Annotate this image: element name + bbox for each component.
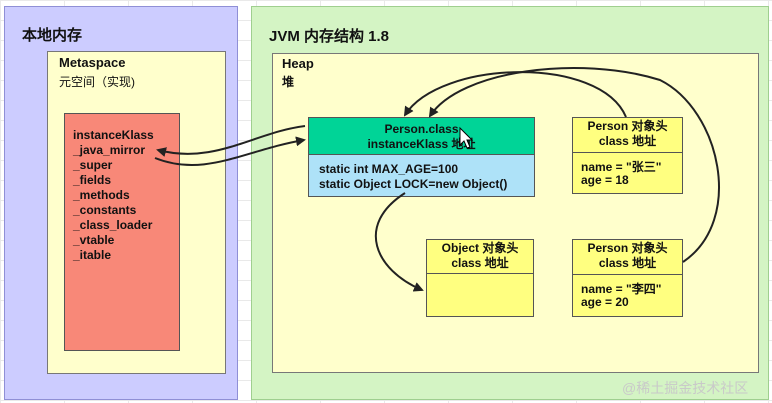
arrow-mirror-to-class	[154, 136, 306, 166]
klass-line-class-loader: _class_loader	[73, 218, 153, 232]
arrow-person1-to-class	[403, 71, 627, 118]
object-class-address: class 地址	[451, 256, 509, 270]
heap-title: Heap	[282, 56, 314, 71]
person-class-name: Person.class	[384, 122, 459, 136]
klass-line-constants: _constants	[73, 203, 137, 217]
person2-object-header: Person 对象头 class 地址	[572, 239, 683, 275]
person2-header-title: Person 对象头	[587, 241, 668, 255]
person2-name-field: name = "李四"	[581, 282, 662, 296]
static-field-lock: static Object LOCK=new Object()	[319, 177, 508, 191]
metaspace-title: Metaspace	[59, 55, 126, 70]
person2-object-fields: name = "李四" age = 20	[572, 274, 683, 317]
person1-age-field: age = 18	[581, 173, 629, 187]
person1-class-address: class 地址	[598, 134, 657, 148]
klass-line-vtable: _vtable	[73, 233, 115, 247]
klass-line-instance-klass: instanceKlass	[73, 128, 154, 142]
person1-object-fields: name = "张三" age = 18	[572, 152, 683, 194]
heap-subtitle: 堆	[282, 75, 295, 89]
klass-line-java-mirror: _java_mirror	[73, 143, 146, 157]
arrow-person2-to-class	[428, 67, 720, 263]
native-memory-title: 本地内存	[22, 27, 83, 44]
object-header-title: Object 对象头	[441, 241, 519, 255]
person1-name-field: name = "张三"	[581, 160, 662, 174]
arrow-lock-to-object	[374, 192, 424, 292]
static-field-max-age: static int MAX_AGE=100	[319, 162, 459, 176]
jvm-memory-title: JVM 内存结构 1.8	[269, 28, 390, 45]
metaspace-subtitle: 元空间（实现)	[59, 75, 135, 89]
klass-line-itable: _itable	[73, 248, 112, 262]
object-instance-body	[426, 273, 534, 317]
person1-object-header: Person 对象头 class 地址	[572, 117, 683, 153]
person-class-klass-address: instanceKlass 地址	[367, 137, 476, 151]
klass-line-fields: _fields	[73, 173, 112, 187]
watermark: @稀土掘金技术社区	[622, 380, 749, 396]
klass-line-methods: _methods	[73, 188, 130, 202]
klass-line-super: _super	[73, 158, 113, 172]
cursor-icon	[459, 126, 474, 149]
object-instance-header: Object 对象头 class 地址	[426, 239, 534, 274]
person-class-static-fields: static int MAX_AGE=100 static Object LOC…	[308, 154, 535, 197]
heap-box	[272, 53, 759, 373]
person2-class-address: class 地址	[598, 256, 657, 270]
person2-age-field: age = 20	[581, 295, 629, 309]
person1-header-title: Person 对象头	[587, 119, 668, 133]
arrow-class-to-mirror	[156, 125, 306, 157]
